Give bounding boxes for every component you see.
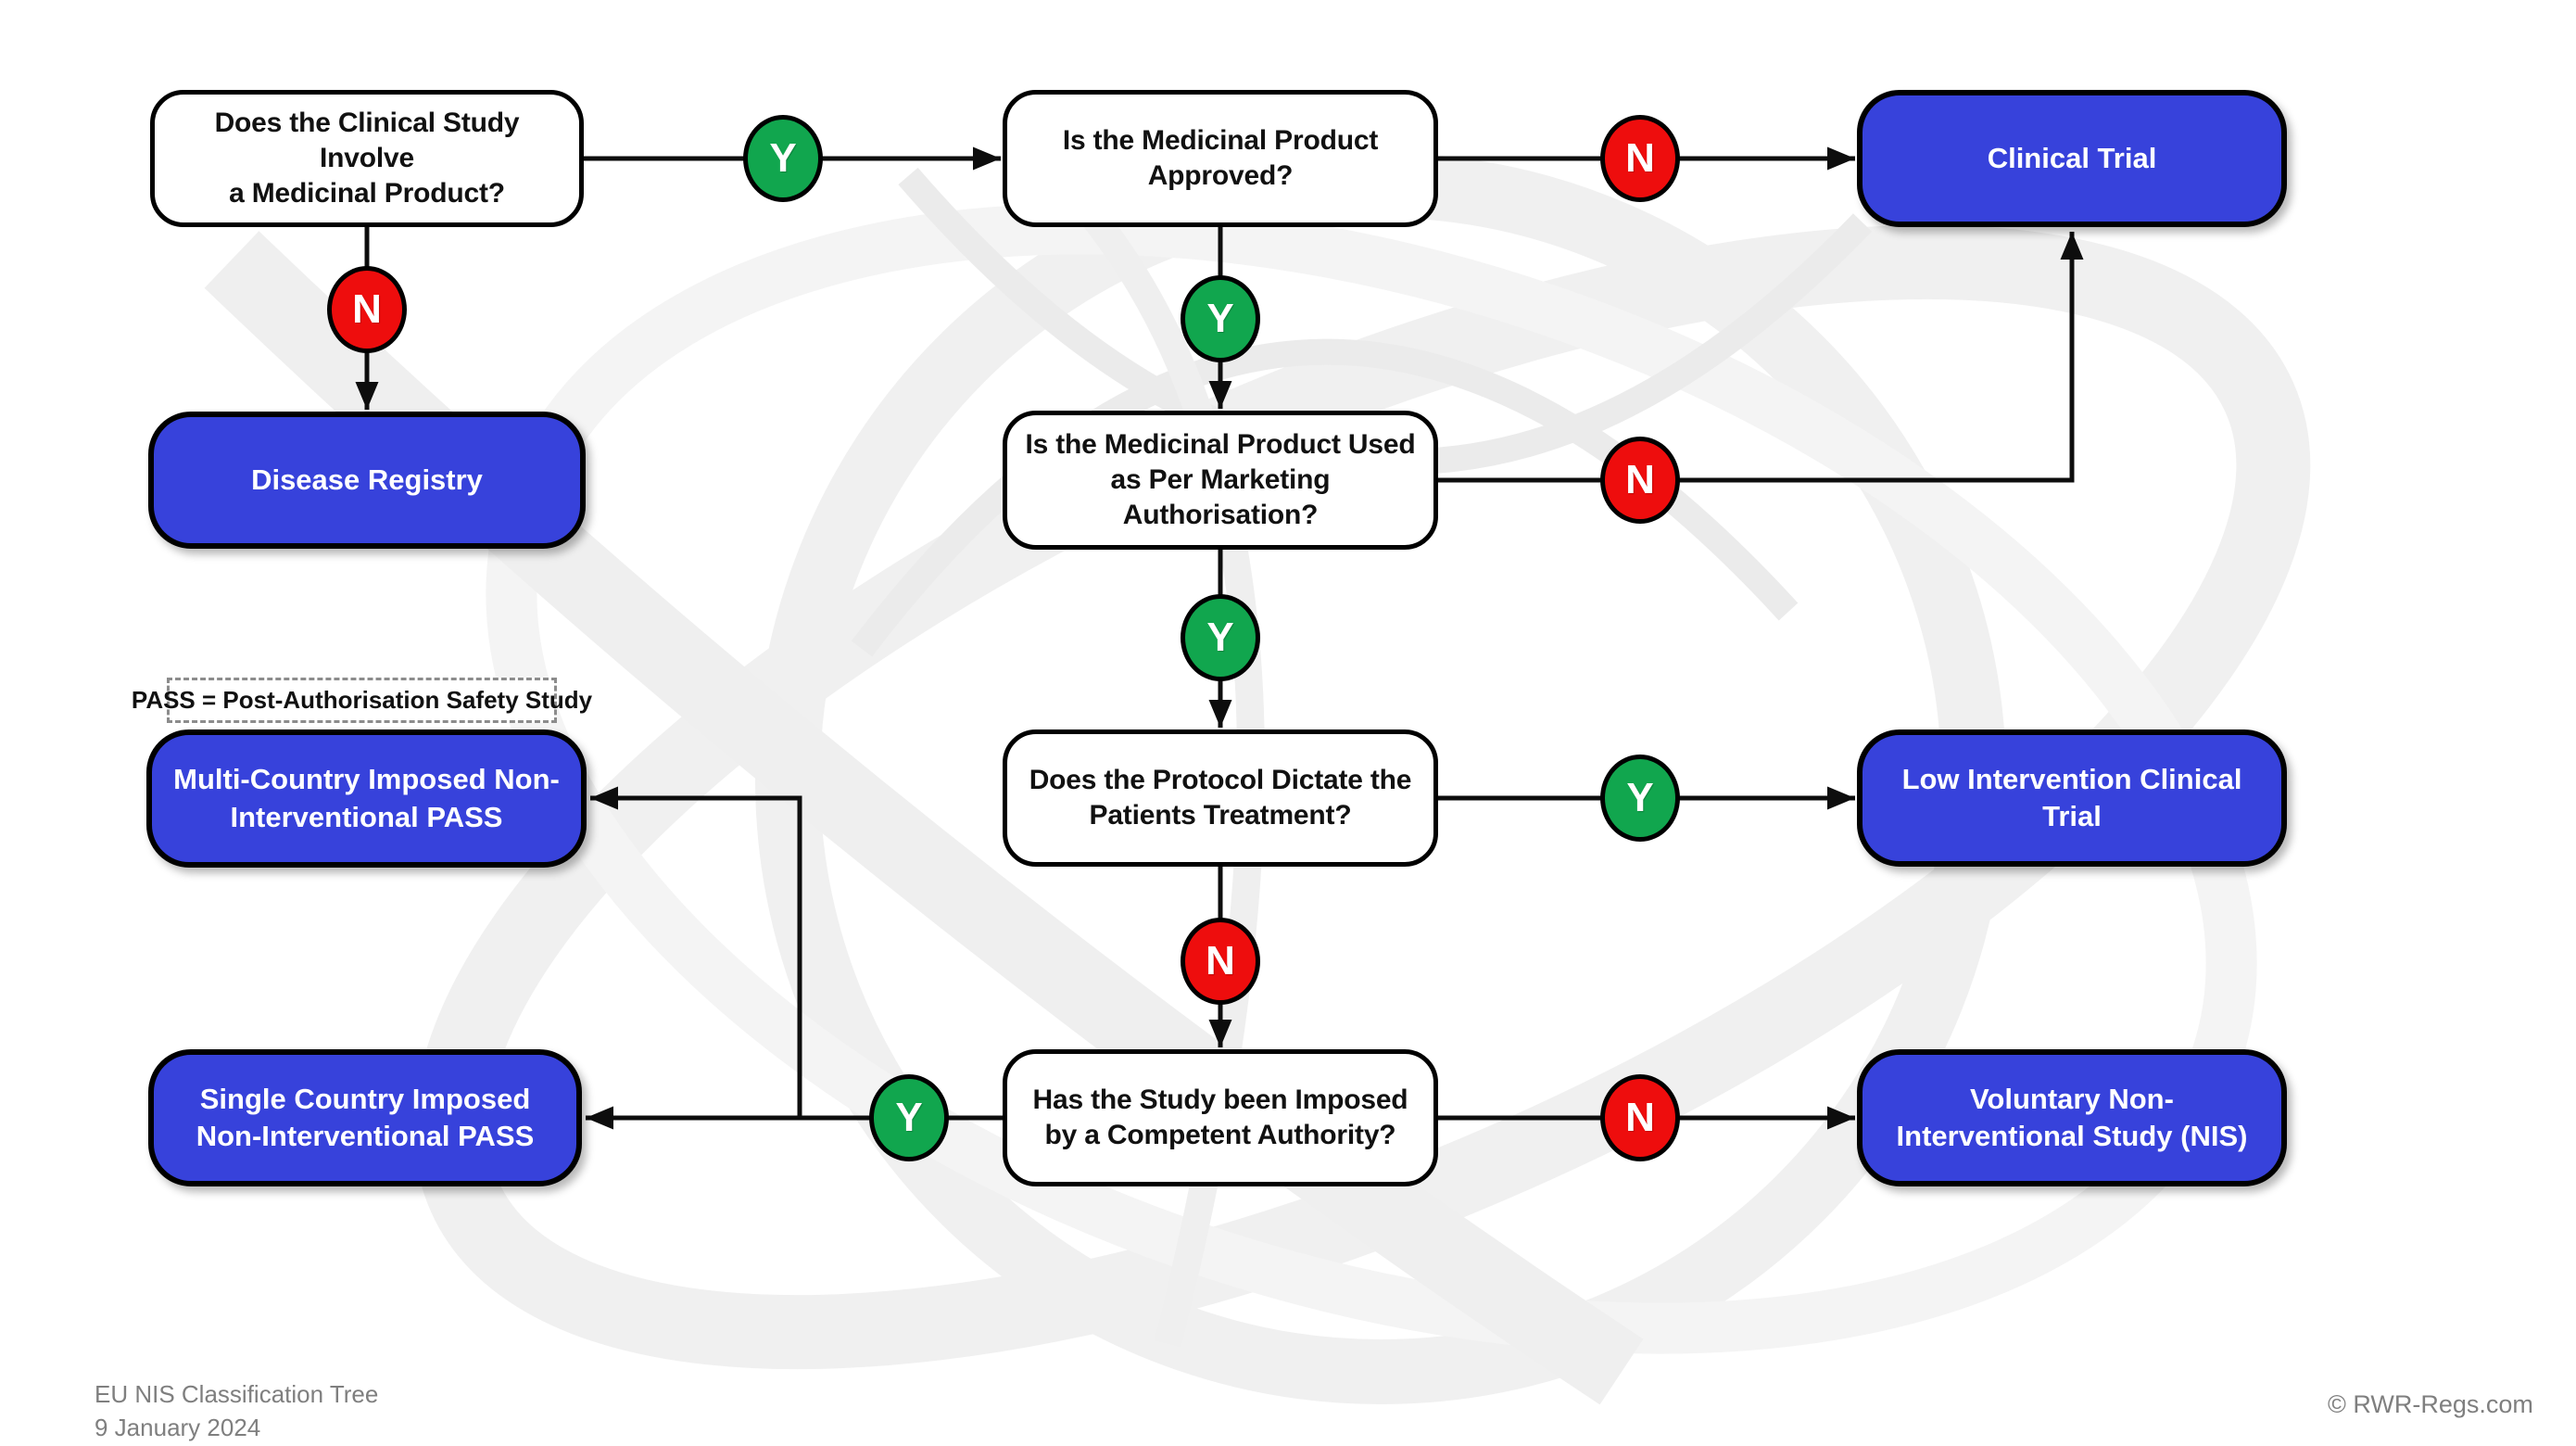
outcome-label: Single Country Imposed Non-Interventiona… [196,1082,535,1152]
outcome-label: Disease Registry [251,463,483,496]
no-badge-q4-to-q5: N [1181,918,1260,1005]
diagram-date: 9 January 2024 [95,1414,261,1441]
question-label: Does the Protocol Dictate the Patients T… [1029,764,1412,831]
no-badge-q2-to-clinical-trial: N [1600,115,1680,202]
outcome-box-multi-country-pass: Multi-Country Imposed Non- Interventiona… [146,729,587,868]
outcome-box-voluntary-nis: Voluntary Non- Interventional Study (NIS… [1857,1049,2287,1186]
no-badge-q5-to-voluntary-nis: N [1600,1074,1680,1161]
question-label: Is the Medicinal Product Approved? [1062,124,1379,191]
question-box-involves-medicinal-product: Does the Clinical Study Involve a Medici… [150,90,584,227]
question-label: Is the Medicinal Product Used as Per Mar… [1025,428,1416,531]
pass-definition-note: PASS = Post-Authorisation Safety Study [132,678,592,723]
copyright-text: © RWR-Regs.com [2328,1390,2533,1418]
outcome-box-disease-registry: Disease Registry [148,412,586,549]
yes-badge-q1-to-q2: Y [743,115,823,202]
outcome-box-low-intervention-trial: Low Intervention Clinical Trial [1857,729,2287,867]
yes-badge-q3-to-q4: Y [1181,594,1260,681]
yes-badge-q2-to-q3: Y [1181,275,1260,362]
question-box-product-approved: Is the Medicinal Product Approved? [1003,90,1438,227]
no-badge-q1-to-disease-registry: N [327,266,407,353]
outcome-label: Voluntary Non- Interventional Study (NIS… [1896,1082,2248,1152]
question-box-used-per-marketing-authorisation: Is the Medicinal Product Used as Per Mar… [1003,411,1438,550]
diagram-title: EU NIS Classification Tree [95,1380,379,1408]
outcome-label: Low Intervention Clinical Trial [1901,762,2242,832]
outcome-box-clinical-trial: Clinical Trial [1857,90,2287,227]
outcome-box-single-country-pass: Single Country Imposed Non-Interventiona… [148,1049,582,1186]
outcome-label: Multi-Country Imposed Non- Interventiona… [173,763,560,833]
yes-badge-q5-to-single-country: Y [869,1074,949,1161]
question-box-imposed-by-competent-authority: Has the Study been Imposed by a Competen… [1003,1049,1438,1186]
question-label: Has the Study been Imposed by a Competen… [1032,1084,1408,1150]
question-label: Does the Clinical Study Involve a Medici… [214,107,520,209]
diagram-title-block: EU NIS Classification Tree 9 January 202… [95,1377,378,1444]
yes-badge-q4-to-low-intervention: Y [1600,755,1680,842]
no-badge-q3-to-clinical-trial: N [1600,437,1680,524]
outcome-label: Clinical Trial [1987,141,2157,174]
question-box-protocol-dictates-treatment: Does the Protocol Dictate the Patients T… [1003,729,1438,867]
connector-q5-to-multi-country [590,786,802,1118]
